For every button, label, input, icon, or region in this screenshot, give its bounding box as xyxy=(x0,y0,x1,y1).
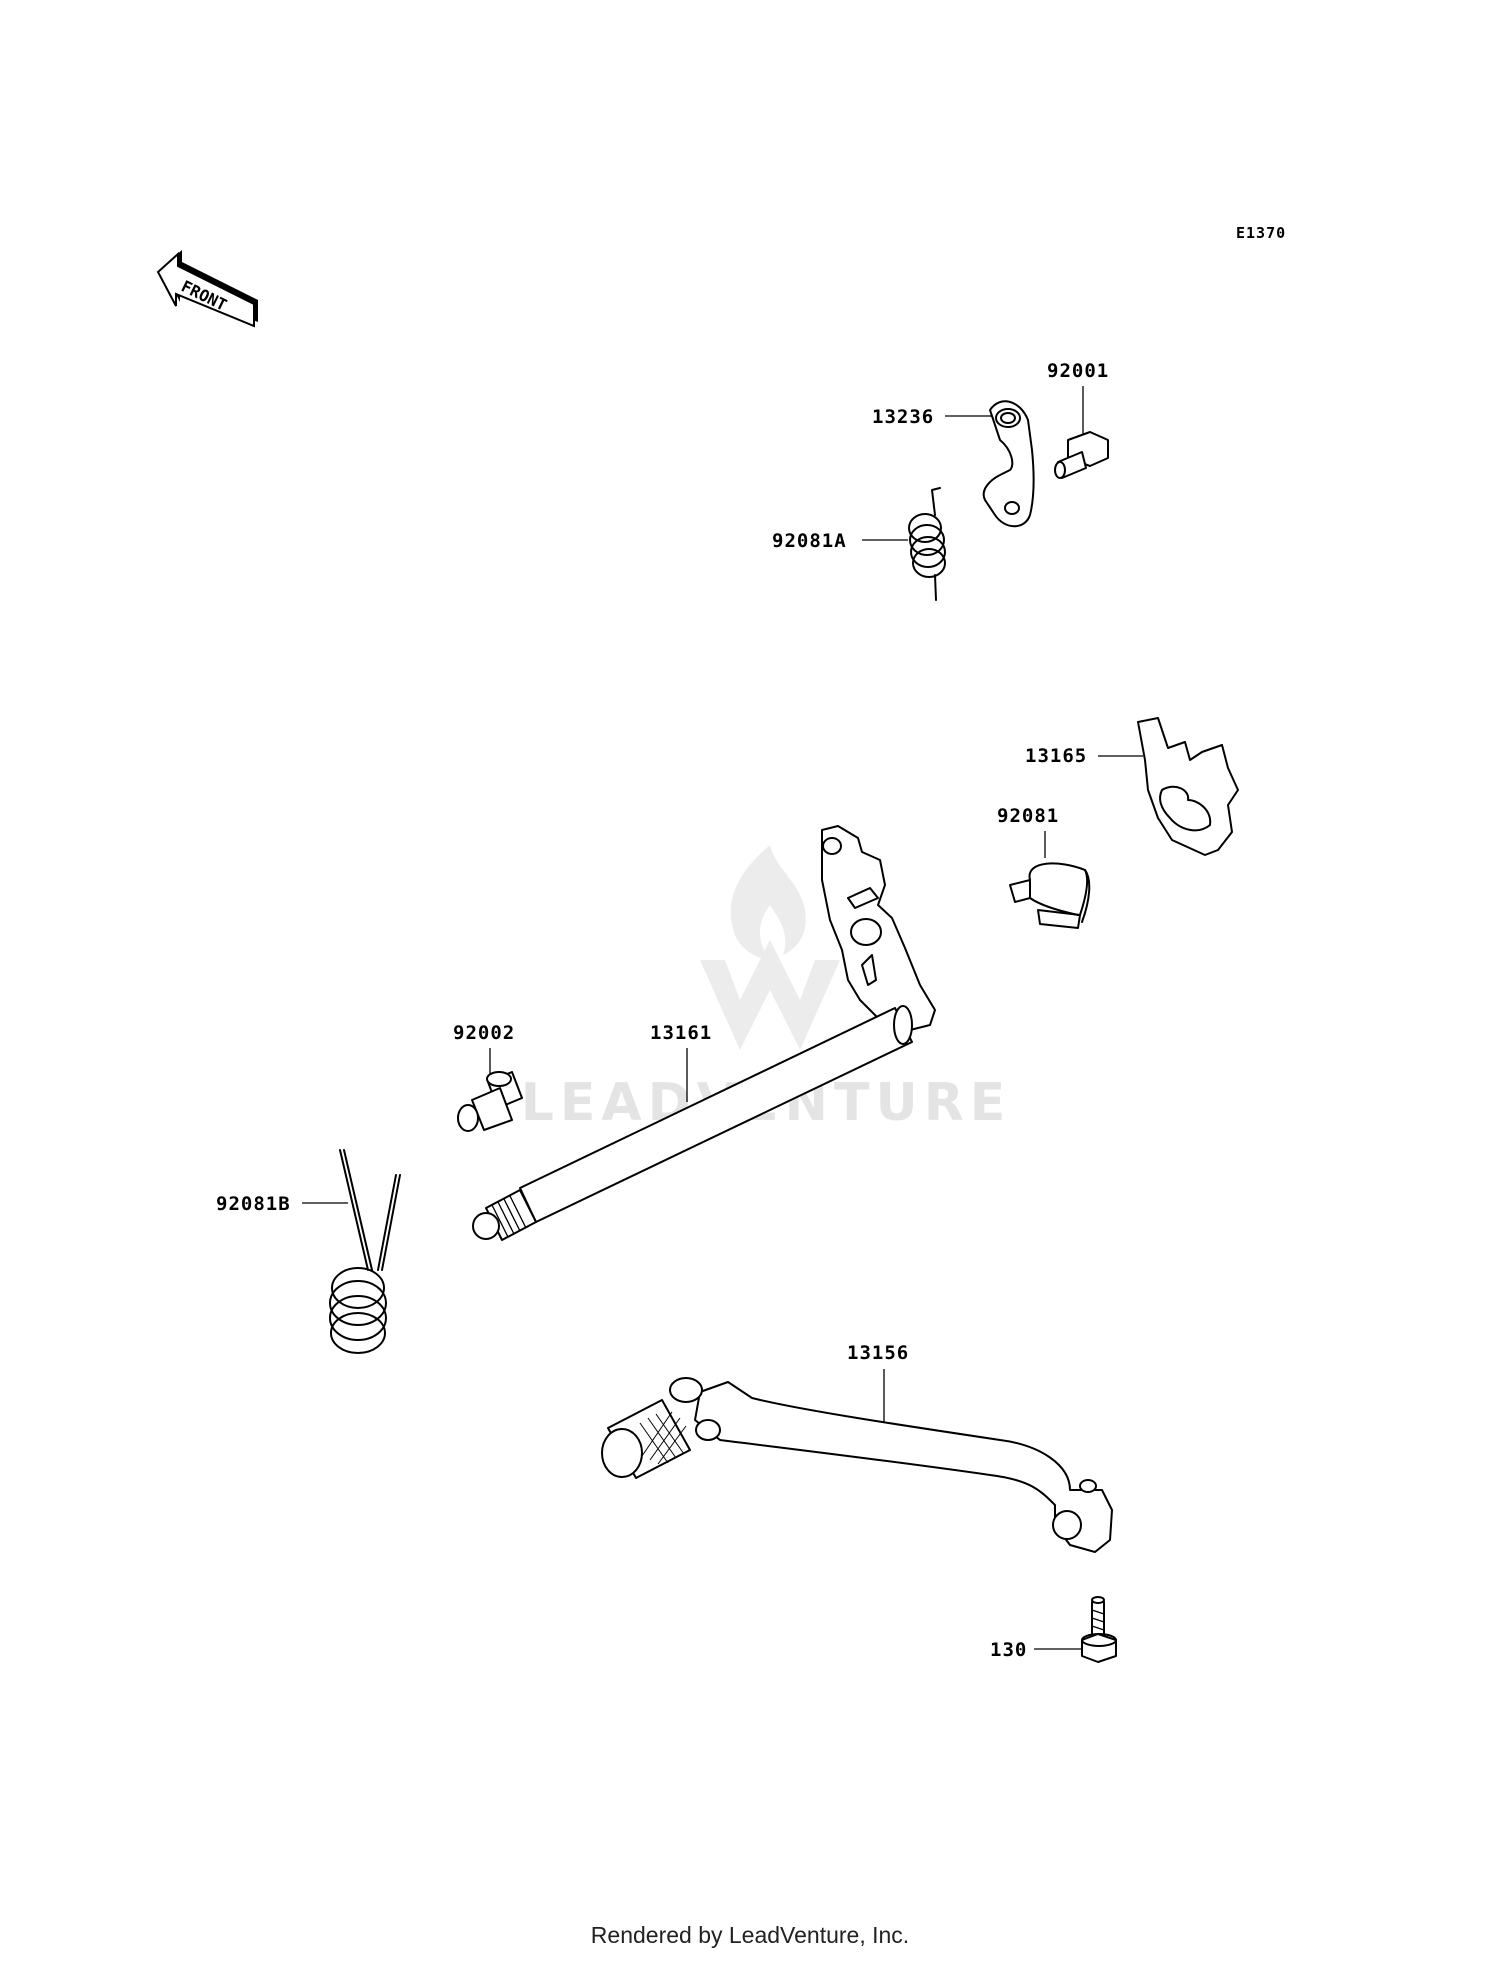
footpeg-grip-icon xyxy=(639,1411,687,1465)
part-92002[interactable]: 92002 xyxy=(453,1022,523,1132)
part-13156[interactable]: 13156 xyxy=(601,1342,1113,1553)
part-label-13236: 13236 xyxy=(872,406,934,428)
part-label-92081B: 92081B xyxy=(216,1193,291,1215)
part-13236[interactable]: 13236 xyxy=(872,400,1035,528)
part-label-92001: 92001 xyxy=(1047,360,1109,382)
part-label-92002: 92002 xyxy=(453,1022,515,1044)
part-92001[interactable]: 92001 xyxy=(1047,360,1109,479)
part-label-13165: 13165 xyxy=(1025,745,1087,767)
part-label-130: 130 xyxy=(990,1639,1027,1661)
part-13161[interactable]: 13161 xyxy=(472,825,936,1241)
part-label-13156: 13156 xyxy=(847,1342,909,1364)
part-label-92081A: 92081A xyxy=(772,530,847,552)
front-arrow-icon: FRONT xyxy=(156,250,258,328)
part-label-13161: 13161 xyxy=(650,1022,712,1044)
part-13165[interactable]: 13165 xyxy=(1025,717,1239,856)
part-92081B[interactable]: 92081B xyxy=(216,1149,401,1354)
part-92081[interactable]: 92081 xyxy=(997,805,1091,929)
part-130[interactable]: 130 xyxy=(990,1596,1117,1663)
diagram-code: E1370 xyxy=(1236,224,1286,242)
footer-credit: Rendered by LeadVenture, Inc. xyxy=(590,1922,910,1948)
part-label-92081: 92081 xyxy=(997,805,1059,827)
part-92081A[interactable]: 92081A xyxy=(772,487,946,601)
